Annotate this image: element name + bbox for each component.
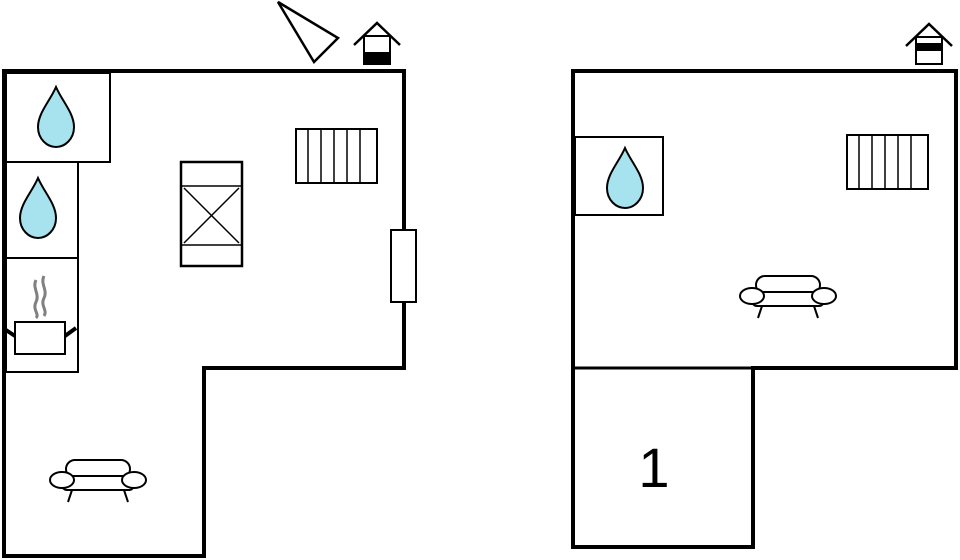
water-drop-icon (606, 147, 644, 209)
house-floor-icon (905, 22, 953, 65)
floor-plan-left (2, 0, 417, 558)
outer-wall-left (2, 69, 406, 558)
radiator-icon (846, 134, 929, 190)
sofa-icon (739, 275, 837, 319)
floor-plan-right: 1 (571, 22, 958, 549)
window-icon (390, 229, 417, 303)
water-drop-icon (37, 86, 75, 148)
house-entrance-icon (353, 21, 401, 65)
bathroom-right (574, 136, 664, 216)
sofa-icon (49, 459, 147, 503)
kitchen (5, 257, 79, 373)
radiator-icon (295, 128, 378, 184)
room-number-label: 1 (638, 436, 669, 499)
bed-icon (179, 160, 244, 268)
north-arrow-icon (276, 0, 341, 65)
water-drop-icon (19, 177, 57, 239)
stove-icon (4, 275, 78, 355)
